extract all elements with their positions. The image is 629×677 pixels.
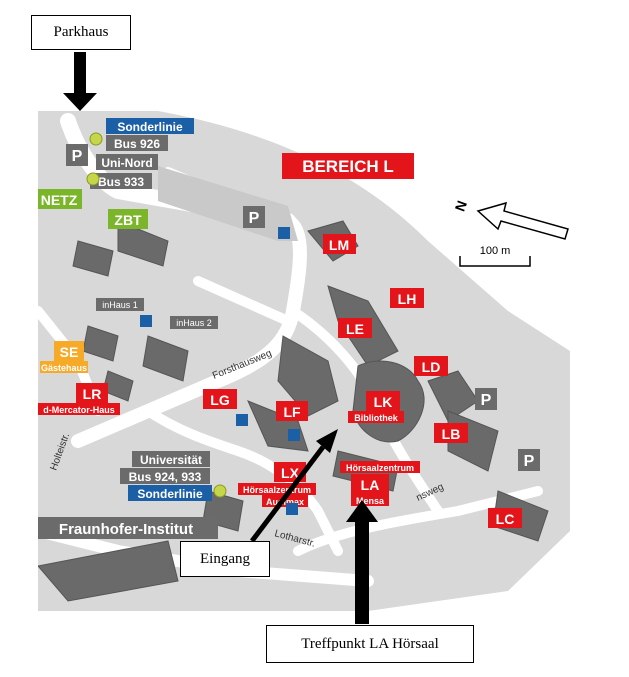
parking-icon: P — [475, 388, 497, 410]
svg-text:P: P — [249, 210, 260, 227]
treffpunkt-label: Treffpunkt LA Hörsaal — [301, 635, 439, 652]
bus-stop-icon — [86, 132, 227, 498]
building-lg: LG — [203, 389, 237, 409]
building-se: SE Gästehaus — [40, 341, 88, 373]
svg-text:LH: LH — [398, 291, 417, 307]
building-le: LE — [338, 318, 372, 338]
building-labels: LM LH LE LD LK Bibliothek LB LG LF LX Hö… — [38, 189, 522, 528]
svg-text:SE: SE — [60, 344, 79, 360]
building-lf: LF — [276, 401, 308, 421]
svg-text:d-Mercator-Haus: d-Mercator-Haus — [43, 405, 115, 415]
blue-parking-icons — [140, 227, 300, 515]
building-inhaus1: inHaus 1 — [96, 298, 144, 311]
svg-text:LF: LF — [283, 404, 301, 420]
building-la: Hörsaalzentrum LA Mensa — [340, 461, 420, 506]
universitat: Universität — [140, 453, 202, 467]
svg-text:LE: LE — [346, 321, 364, 337]
building-lr: LR d-Mercator-Haus — [38, 383, 120, 415]
building-lh: LH — [390, 288, 424, 308]
svg-text:LM: LM — [329, 237, 349, 253]
parkhaus-label: Parkhaus — [53, 24, 109, 40]
treffpunkt-callout: Treffpunkt LA Hörsaal — [266, 625, 474, 663]
svg-text:NETZ: NETZ — [41, 192, 78, 208]
parking-icons: P P P P — [66, 144, 540, 471]
svg-text:LX: LX — [281, 465, 300, 481]
svg-text:Hörsaalzentrum: Hörsaalzentrum — [243, 485, 311, 495]
sonderlinie-top: Sonderlinie — [117, 120, 183, 134]
fraunhofer-label: Fraunhofer-Institut — [59, 521, 193, 538]
uni-nord: Uni-Nord — [101, 156, 152, 170]
svg-text:Hörsaalzentrum: Hörsaalzentrum — [346, 463, 414, 473]
building-lc: LC — [488, 508, 522, 528]
bus-933: Bus 933 — [98, 175, 144, 189]
parking-icon: P — [518, 449, 540, 471]
svg-text:LC: LC — [496, 511, 515, 527]
svg-text:Bibliothek: Bibliothek — [354, 413, 398, 423]
parking-icon: P — [66, 144, 88, 166]
area-title: BEREICH L — [302, 157, 394, 176]
building-ld: LD — [414, 356, 448, 376]
svg-text:inHaus 2: inHaus 2 — [176, 318, 212, 328]
sonderlinie-bottom: Sonderlinie — [137, 487, 203, 501]
svg-text:LA: LA — [361, 477, 380, 493]
svg-text:LG: LG — [210, 392, 230, 408]
eingang-callout: Eingang — [180, 541, 270, 577]
svg-text:Mensa: Mensa — [356, 496, 385, 506]
parkhaus-callout: Parkhaus — [31, 15, 131, 50]
svg-text:Audimax: Audimax — [266, 497, 304, 507]
svg-text:P: P — [481, 392, 492, 409]
scale-label: 100 m — [480, 245, 511, 257]
parking-icon: P — [243, 206, 265, 228]
eingang-label: Eingang — [200, 550, 250, 567]
svg-text:LK: LK — [374, 394, 393, 410]
building-lb: LB — [434, 423, 468, 443]
eingang-arrowhead — [316, 429, 338, 453]
parkhaus-arrow — [63, 52, 97, 111]
svg-text:P: P — [72, 148, 83, 165]
building-zbt: ZBT — [108, 209, 148, 229]
svg-text:LR: LR — [83, 386, 102, 402]
svg-text:LB: LB — [442, 426, 461, 442]
building-lk: LK Bibliothek — [348, 391, 404, 423]
transit-labels: Sonderlinie Bus 926 Uni-Nord Bus 933 Uni… — [38, 118, 218, 539]
scale-bar: 100 m — [459, 245, 531, 267]
svg-text:P: P — [524, 453, 535, 470]
svg-text:LD: LD — [422, 359, 441, 375]
building-inhaus2: inHaus 2 — [170, 316, 218, 329]
eingang-pointer — [250, 445, 325, 543]
building-lm: LM — [323, 234, 356, 254]
building-netz: NETZ — [38, 189, 82, 209]
bus-926: Bus 926 — [114, 137, 160, 151]
campus-map: BEREICH L N 100 m LM LH LE LD LK Bibliot… — [38, 111, 570, 611]
area-title-badge: BEREICH L — [282, 153, 414, 179]
bus-924: Bus 924, 933 — [129, 470, 202, 484]
svg-text:ZBT: ZBT — [114, 212, 142, 228]
svg-text:inHaus 1: inHaus 1 — [102, 300, 138, 310]
svg-text:Gästehaus: Gästehaus — [41, 363, 87, 373]
